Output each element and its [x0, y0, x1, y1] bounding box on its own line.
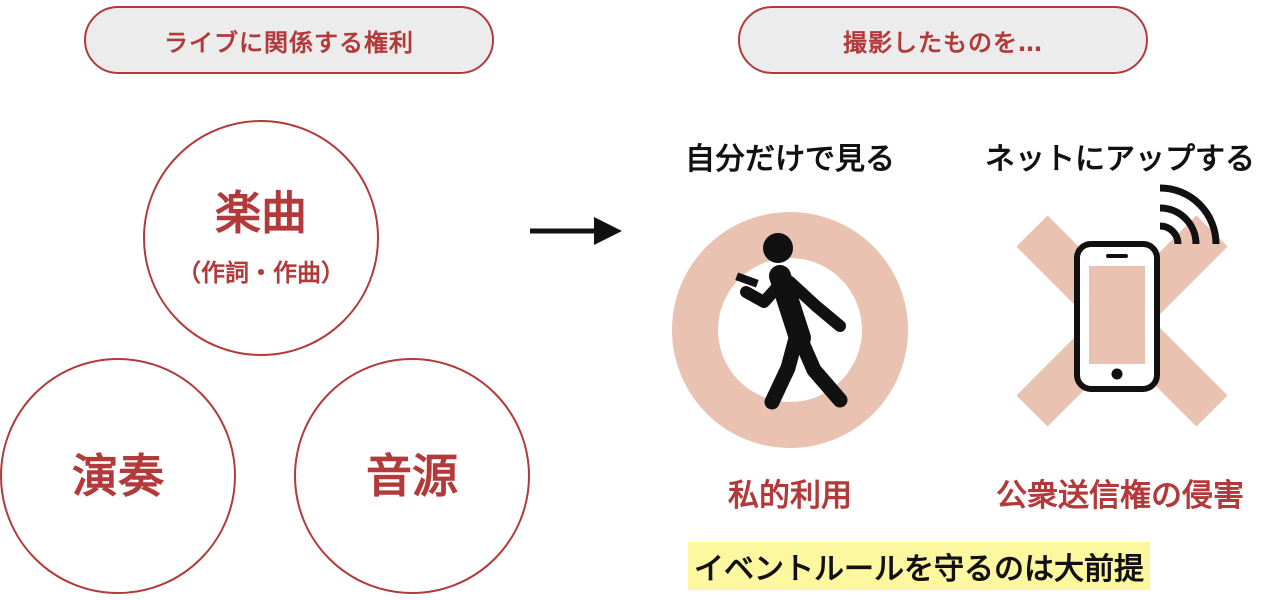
rights-pill: ライブに関係する権利: [84, 6, 494, 74]
music-circle: 楽曲 （作詞・作曲）: [143, 120, 379, 356]
private-use-label: 私的利用: [728, 478, 852, 514]
recording-pill-label: 撮影したものを…: [843, 28, 1043, 57]
music-sub-label: （作詞・作曲）: [177, 258, 345, 287]
event-rules-note: イベントルールを守るのは大前提: [688, 542, 1150, 590]
right-arrow-icon: [530, 217, 622, 245]
private-view-heading: 自分だけで見る: [685, 142, 895, 177]
sound-source-circle: 音源: [294, 358, 530, 594]
performance-label: 演奏: [72, 448, 164, 503]
wifi-signal-icon: [1159, 184, 1220, 245]
ok-circle-icon: [672, 212, 908, 448]
smartphone-icon: [1074, 241, 1160, 392]
recording-pill: 撮影したものを…: [738, 6, 1148, 74]
upload-heading: ネットにアップする: [985, 142, 1255, 177]
music-label: 楽曲: [215, 186, 307, 241]
public-transmission-infringement-label: 公衆送信権の侵害: [996, 478, 1244, 514]
walking-person-icon: [735, 233, 848, 410]
sound-source-label: 音源: [366, 448, 458, 503]
performance-circle: 演奏: [0, 358, 236, 594]
rights-pill-label: ライブに関係する権利: [164, 28, 414, 57]
